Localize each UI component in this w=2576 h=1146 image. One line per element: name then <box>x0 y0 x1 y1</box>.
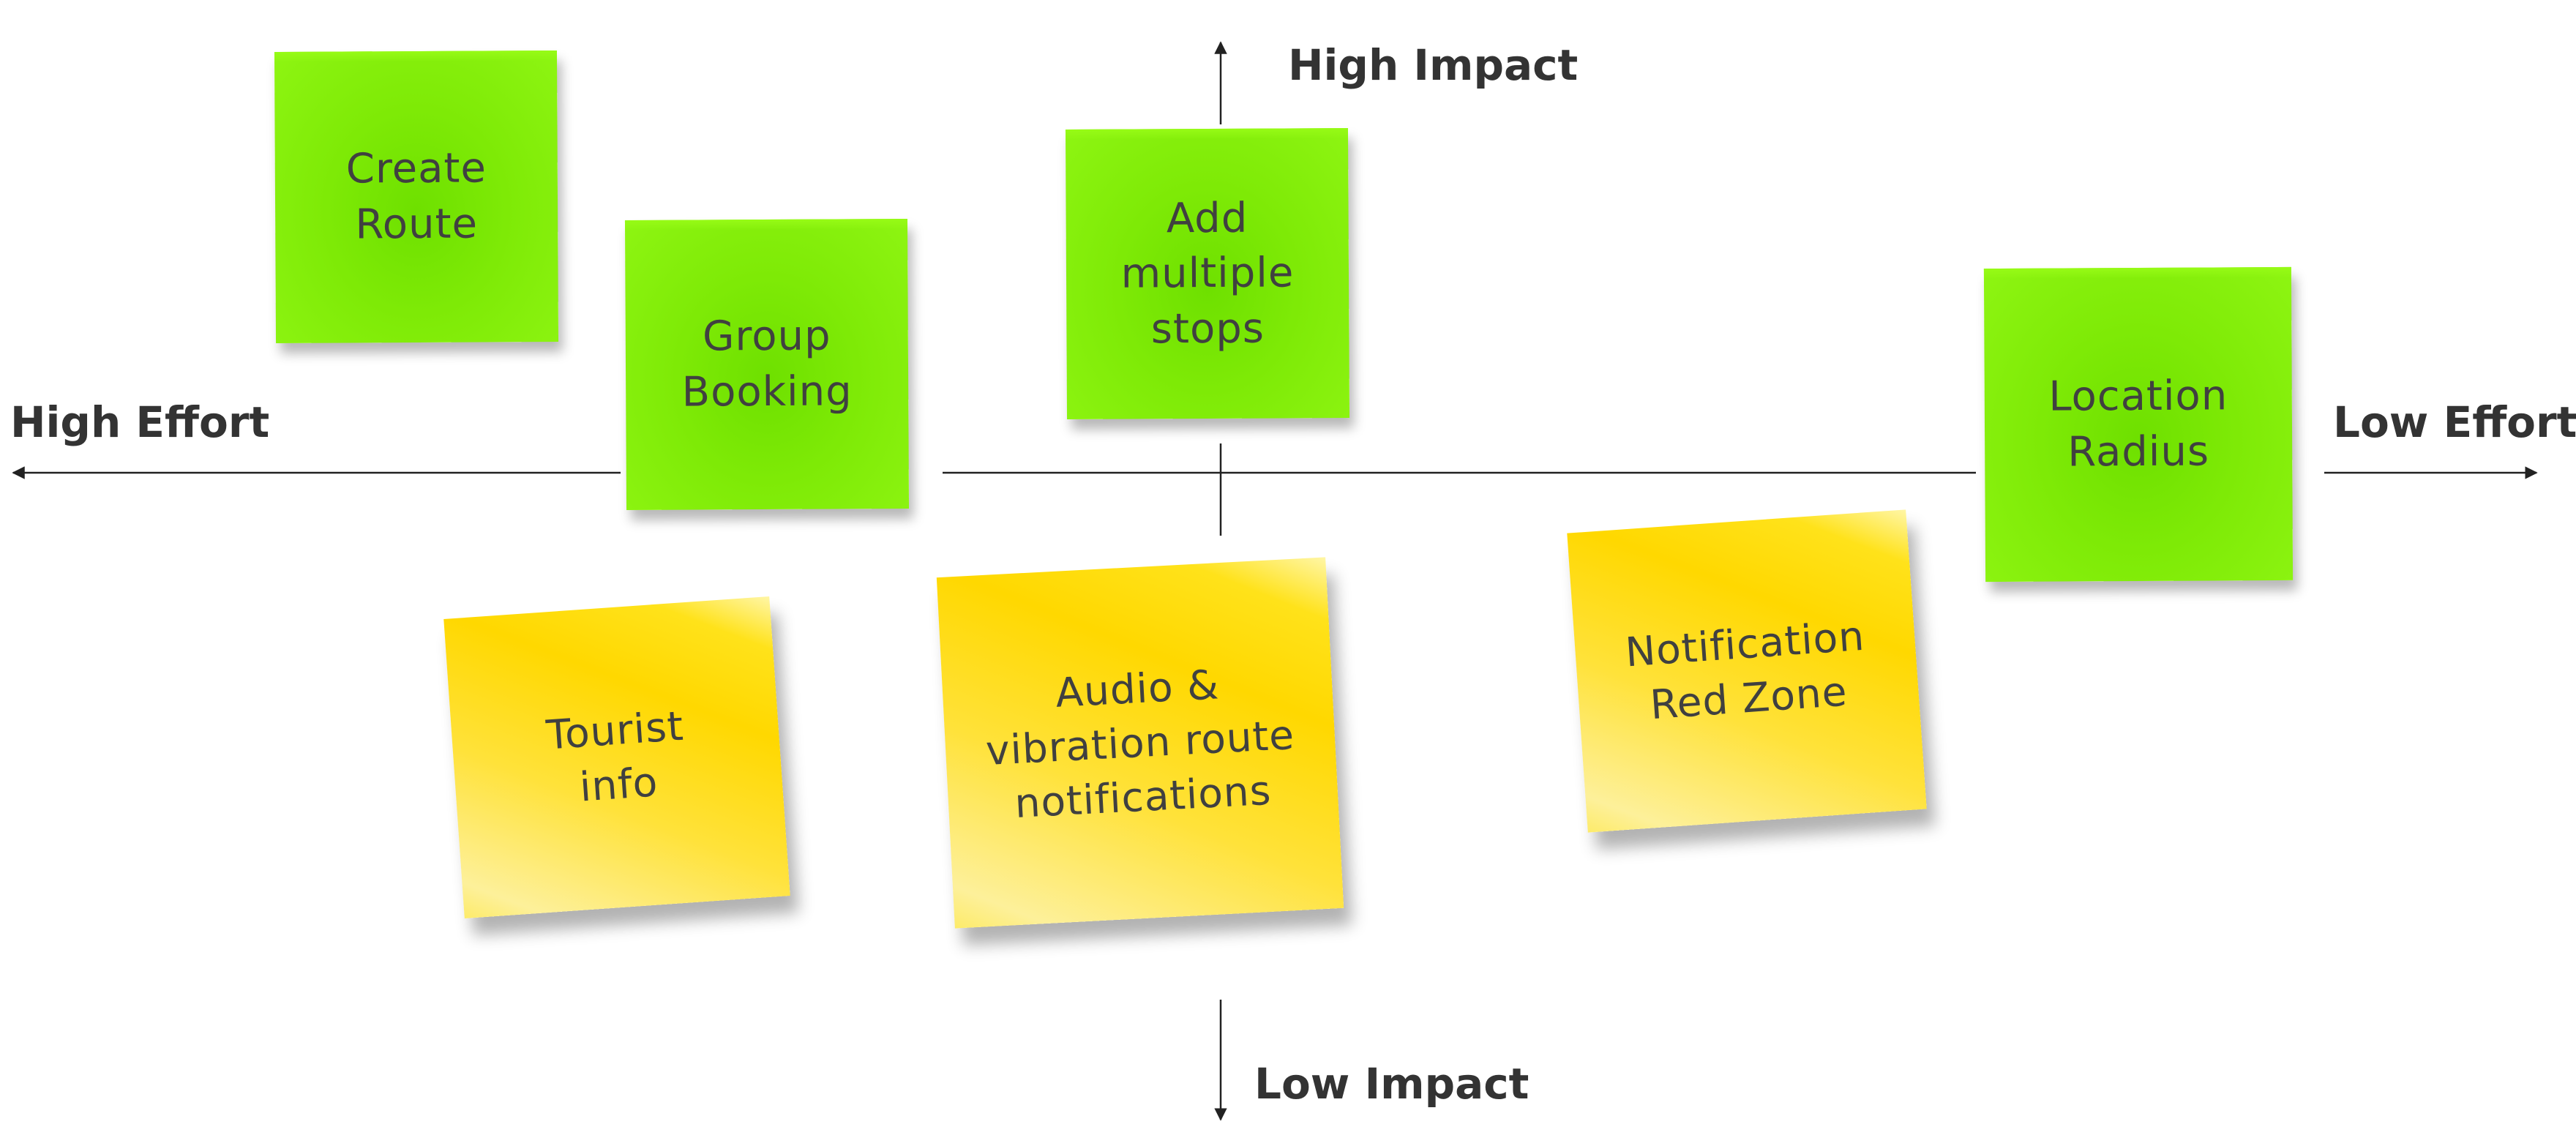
sticky-note-text: Notification Red Zone <box>1623 612 1867 729</box>
sticky-note-audio-vibration-notifications[interactable]: Audio & vibration route notifications <box>936 557 1344 929</box>
sticky-note-text: Location Radius <box>2048 372 2228 476</box>
sticky-note-notification-red-zone[interactable]: Notification Red Zone <box>1567 509 1927 833</box>
sticky-note-create-route[interactable]: Create Route <box>274 50 559 344</box>
sticky-note-text: Tourist info <box>544 702 686 811</box>
sticky-note-add-multiple-stops[interactable]: Add multiple stops <box>1065 127 1350 420</box>
axis-label-high-effort: High Effort <box>10 397 270 447</box>
sticky-note-text: Group Booking <box>681 312 853 416</box>
sticky-note-location-radius[interactable]: Location Radius <box>1983 266 2294 583</box>
sticky-note-text: Add multiple stops <box>1120 194 1295 353</box>
axis-label-high-impact: High Impact <box>1288 40 1579 90</box>
sticky-note-tourist-info[interactable]: Tourist info <box>443 596 790 919</box>
sticky-note-text: Audio & vibration route notifications <box>984 660 1296 828</box>
sticky-note-group-booking[interactable]: Group Booking <box>624 218 910 511</box>
sticky-note-text: Create Route <box>345 144 487 249</box>
axis-label-low-impact: Low Impact <box>1254 1059 1530 1109</box>
axis-label-low-effort: Low Effort <box>2333 397 2576 447</box>
